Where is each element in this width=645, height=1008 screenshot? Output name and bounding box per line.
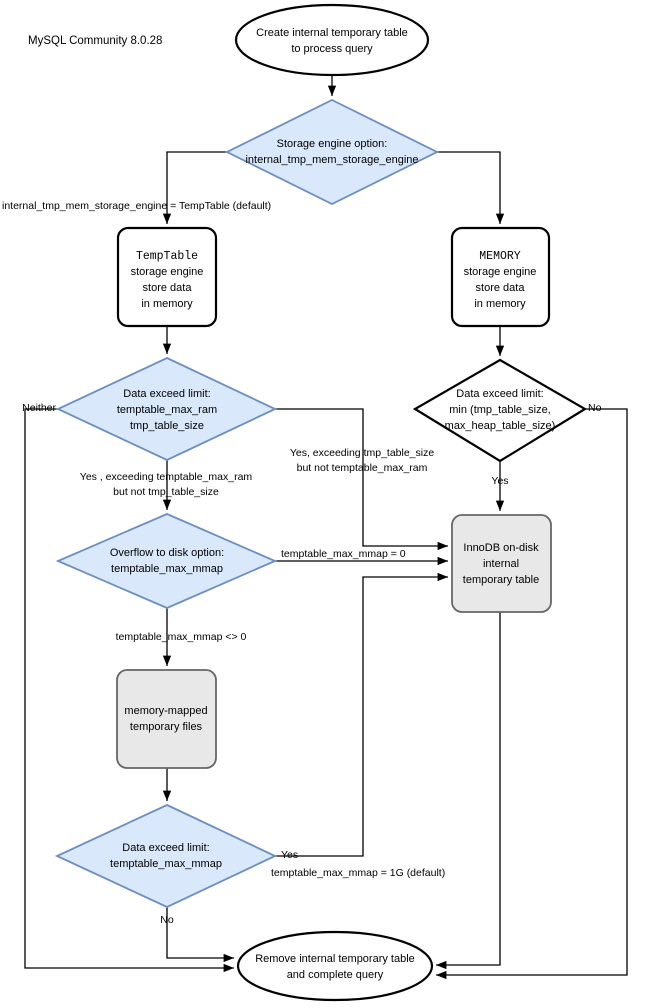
- temptable-limit-line-3: tmp_table_size: [130, 420, 204, 432]
- chart-caption: MySQL Community 8.0.28: [28, 35, 162, 47]
- edge-label-yes-exceed-max-ram-1: Yes , exceeding temptable_max_ram: [80, 471, 253, 483]
- temptable-line-2: storage engine: [131, 266, 204, 278]
- innodb-line-2: internal: [483, 558, 519, 570]
- edge-neither-to-end: [24, 408, 234, 973]
- memory-limit-line-2: min (tmp_table_size,: [449, 404, 551, 416]
- edge-storage-decision-to-temptable: [162, 151, 227, 224]
- connector-layer: [24, 76, 628, 980]
- memory-limit-line-3: max_heap_table_size): [445, 420, 556, 432]
- memory-storage-engine-node: MEMORY storage engine store data in memo…: [450, 226, 551, 328]
- temptable-limit-line-2: temptable_max_ram: [117, 404, 217, 416]
- edge-label-yes-mmap: Yes: [281, 849, 298, 861]
- memory-line-4: in memory: [474, 298, 526, 310]
- mmap-files-box-shape: [116, 669, 217, 769]
- innodb-line-1: InnoDB on-disk: [463, 542, 539, 554]
- edge-label-yes-memory: Yes: [491, 475, 508, 487]
- memory-line-2: storage engine: [464, 266, 537, 278]
- edge-mmap-no-to-end: [166, 907, 234, 963]
- mmap-limit-line-1: Data exceed limit:: [122, 842, 209, 854]
- temptable-storage-engine-node: TempTable storage engine store data in m…: [116, 226, 218, 328]
- overflow-decision-shape: [55, 513, 278, 609]
- create-internal-temp-table-node: Create internal temporary table to proce…: [234, 3, 430, 77]
- edge-label-no-right: No: [588, 402, 602, 414]
- mmap-files-line-1: memory-mapped: [124, 705, 207, 717]
- storage-engine-option-node: Storage engine option: internal_tmp_mem_…: [224, 98, 440, 206]
- temptable-line-3: store data: [143, 282, 193, 294]
- temptable-box-shape: [116, 226, 218, 328]
- edge-label-yes-exceed-tmp-size-2: but not temptable_max_ram: [297, 462, 428, 474]
- memory-line-1: MEMORY: [479, 250, 521, 263]
- start-line-2: to process query: [291, 43, 373, 55]
- end-terminator-shape: [236, 930, 434, 1002]
- storage-engine-decision-shape: [224, 98, 440, 206]
- edge-label-neither: Neither: [22, 402, 56, 414]
- innodb-box-shape: [451, 514, 552, 613]
- storage-decision-line-2: internal_tmp_mem_storage_engine: [245, 154, 418, 166]
- edge-memory-no-to-end: [436, 408, 628, 980]
- edge-label-mmap-nonzero: temptable_max_mmap <> 0: [116, 631, 247, 643]
- edge-label-temptable-default: internal_tmp_mem_storage_engine = TempTa…: [2, 200, 271, 212]
- edge-mmap-yes-to-innodb: [275, 572, 448, 857]
- temptable-limit-decision-shape: [55, 357, 278, 461]
- temptable-line-1: TempTable: [136, 250, 198, 263]
- mmap-limit-decision-shape: [54, 804, 278, 908]
- overflow-line-1: Overflow to disk option:: [110, 547, 224, 559]
- edge-innodb-to-end: [436, 612, 501, 970]
- innodb-line-3: temporary table: [463, 574, 539, 586]
- edge-label-yes-exceed-tmp-size-1: Yes, exceeding tmp_table_size: [290, 447, 435, 459]
- mmap-data-exceed-limit-node: Data exceed limit: temptable_max_mmap: [54, 804, 278, 908]
- edge-storage-decision-to-memory: [437, 151, 505, 224]
- start-line-1: Create internal temporary table: [256, 27, 408, 39]
- storage-decision-line-1: Storage engine option:: [277, 138, 388, 150]
- overflow-line-2: temptable_max_mmap: [111, 563, 223, 575]
- temptable-data-exceed-limit-node: Data exceed limit: temptable_max_ram tmp…: [55, 357, 278, 461]
- edge-temptable-limit-to-innodb: [275, 408, 448, 551]
- overflow-to-disk-option-node: Overflow to disk option: temptable_max_m…: [55, 513, 278, 609]
- memory-line-3: store data: [476, 282, 526, 294]
- mmap-limit-line-2: temptable_max_mmap: [110, 858, 222, 870]
- memory-mapped-temporary-files-node: memory-mapped temporary files: [116, 669, 217, 769]
- start-terminator-shape: [234, 3, 430, 77]
- temptable-line-4: in memory: [141, 298, 193, 310]
- end-line-2: and complete query: [287, 969, 384, 981]
- memory-limit-decision-shape: [412, 358, 588, 463]
- innodb-on-disk-node: InnoDB on-disk internal temporary table: [451, 514, 552, 613]
- remove-internal-temp-table-node: Remove internal temporary table and comp…: [236, 930, 434, 1002]
- memory-box-shape: [450, 226, 551, 328]
- edge-label-mmap-default: temptable_max_mmap = 1G (default): [271, 867, 445, 879]
- memory-limit-line-1: Data exceed limit:: [456, 388, 543, 400]
- end-line-1: Remove internal temporary table: [255, 953, 415, 965]
- edge-label-no-bottom: No: [160, 914, 174, 926]
- temptable-limit-line-1: Data exceed limit:: [123, 388, 210, 400]
- mmap-files-line-2: temporary files: [130, 721, 203, 733]
- memory-data-exceed-limit-node: Data exceed limit: min (tmp_table_size, …: [412, 358, 588, 463]
- edge-label-yes-exceed-max-ram-2: but not tmp_table_size: [113, 486, 219, 498]
- edge-label-mmap-zero: temptable_max_mmap = 0: [281, 548, 406, 560]
